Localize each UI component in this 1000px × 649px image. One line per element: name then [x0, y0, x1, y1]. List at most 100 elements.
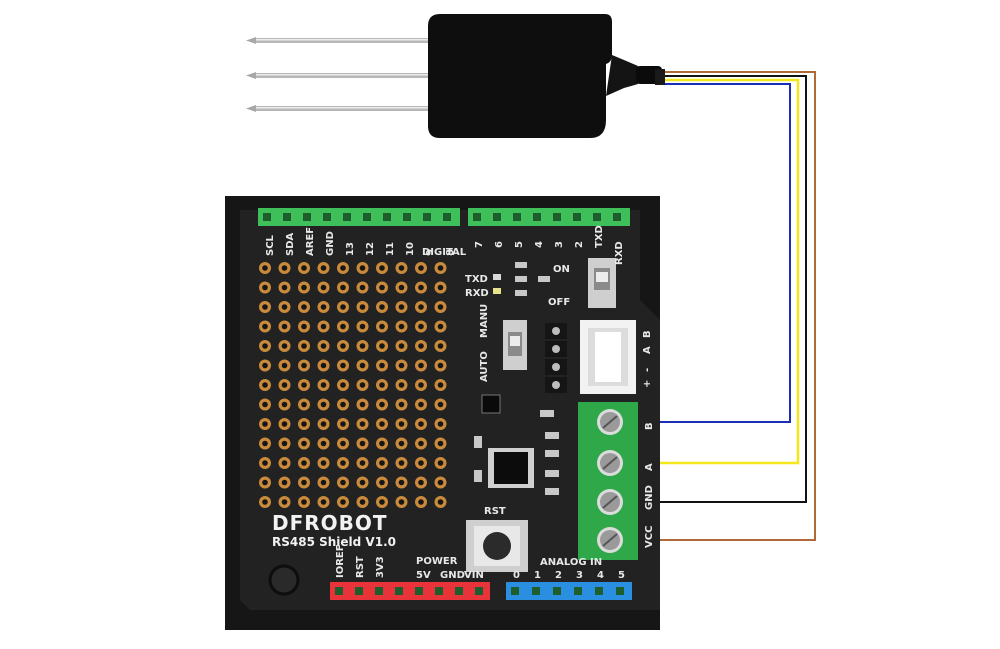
rxd-label-right: RXD	[614, 241, 625, 265]
top-left-header-pin	[303, 213, 311, 221]
top-pin-label: 12	[365, 242, 376, 256]
analog-pin-label: 2	[555, 570, 562, 581]
top-pin-label: SDA	[285, 232, 296, 256]
terminal-label: B	[644, 422, 655, 430]
power-pin-label: RST	[355, 556, 366, 578]
top-right-header-pin	[473, 213, 481, 221]
rxd-led	[493, 288, 501, 294]
power-pin-label: GND	[440, 570, 465, 581]
top-left-header-pin	[383, 213, 391, 221]
txd-led	[493, 274, 501, 280]
analog-header-pin	[511, 587, 519, 595]
top-left-header-pin	[263, 213, 271, 221]
top-left-header-pin	[403, 213, 411, 221]
off-label: OFF	[548, 297, 570, 308]
brand-logo: DFROBOT	[272, 511, 388, 535]
top-right-header-pin	[573, 213, 581, 221]
power-pin-label: 5V	[416, 570, 431, 581]
sensor-cable	[625, 71, 816, 541]
auto-label: AUTO	[479, 351, 490, 382]
top-pin-label-right: TXD	[594, 225, 605, 248]
top-left-header-pin	[363, 213, 371, 221]
sensor-body	[428, 14, 612, 138]
on-label: ON	[553, 264, 570, 275]
connector-pin-a: A	[642, 346, 653, 354]
analog-header-pin	[595, 587, 603, 595]
top-pin-label: SCL	[265, 234, 276, 256]
power-header-pin	[475, 587, 483, 595]
analog-in-label: ANALOG IN	[540, 557, 602, 568]
power-header-pin	[335, 587, 343, 595]
wire-yellow	[625, 78, 800, 465]
wire-brown	[625, 71, 816, 541]
digital-label: DIGITAL	[422, 247, 467, 258]
top-left-header-pin	[443, 213, 451, 221]
power-pin-label: IOREF	[335, 544, 346, 578]
power-header-pin	[395, 587, 403, 595]
screw-terminal	[578, 402, 638, 560]
manu-label: MANU	[479, 304, 490, 338]
top-pin-label: 10	[405, 242, 416, 256]
top-pin-label-right: 2	[574, 241, 585, 248]
analog-pin-label: 1	[534, 570, 541, 581]
mounting-hole	[268, 564, 300, 596]
top-green-header-right	[468, 208, 630, 226]
power-header-pin	[355, 587, 363, 595]
analog-header-pin	[616, 587, 624, 595]
board-name: RS485 Shield V1.0	[272, 535, 396, 549]
rs485-transceiver-chip	[488, 448, 534, 488]
power-header-pin	[375, 587, 383, 595]
rxd-label: RXD	[465, 288, 489, 299]
txd-label: TXD	[465, 274, 488, 285]
white-connector	[580, 320, 636, 394]
analog-blue-header	[506, 582, 632, 600]
analog-pin-label: 4	[597, 570, 604, 581]
top-right-header-pin	[533, 213, 541, 221]
top-pin-label-right: 4	[534, 241, 545, 248]
power-header-pin	[435, 587, 443, 595]
wire-black	[625, 75, 807, 503]
analog-header-pin	[553, 587, 561, 595]
analog-pin-label: 0	[513, 570, 520, 581]
analog-pin-label: 5	[618, 570, 625, 581]
small-chip	[481, 394, 501, 414]
top-right-header-pin	[493, 213, 501, 221]
top-left-header-pin	[343, 213, 351, 221]
top-left-header-pin	[283, 213, 291, 221]
terminal-label: A	[644, 463, 655, 471]
power-label: POWER	[416, 556, 458, 567]
top-right-header-pin	[593, 213, 601, 221]
terminal-label: GND	[644, 485, 655, 510]
jumper-pin-header	[545, 323, 567, 393]
power-switch	[588, 258, 616, 308]
soil-sensor-probe	[246, 14, 665, 138]
top-right-header-pin	[553, 213, 561, 221]
top-pin-label: 9	[425, 249, 436, 256]
top-green-header-left	[258, 208, 460, 226]
wire-blue	[625, 83, 791, 423]
mode-switch	[503, 320, 527, 370]
connector-pin-plus: +	[642, 380, 653, 388]
power-pin-label: 3V3	[375, 556, 386, 578]
analog-header-pin	[574, 587, 582, 595]
top-pin-label: 13	[345, 242, 356, 256]
connector-pin-minus: -	[642, 368, 653, 372]
top-pin-label: 8	[445, 249, 456, 256]
top-pin-label-right: 7	[474, 241, 485, 248]
top-pin-label: AREF	[305, 227, 316, 256]
top-right-header-pin	[513, 213, 521, 221]
power-header-pin	[455, 587, 463, 595]
top-pin-label: GND	[325, 231, 336, 256]
top-right-header-pin	[613, 213, 621, 221]
connector-pin-b: B	[642, 330, 653, 338]
prototype-hole-grid	[259, 262, 447, 508]
top-pin-label: 11	[385, 242, 396, 256]
top-pin-label-right: 3	[554, 241, 565, 248]
